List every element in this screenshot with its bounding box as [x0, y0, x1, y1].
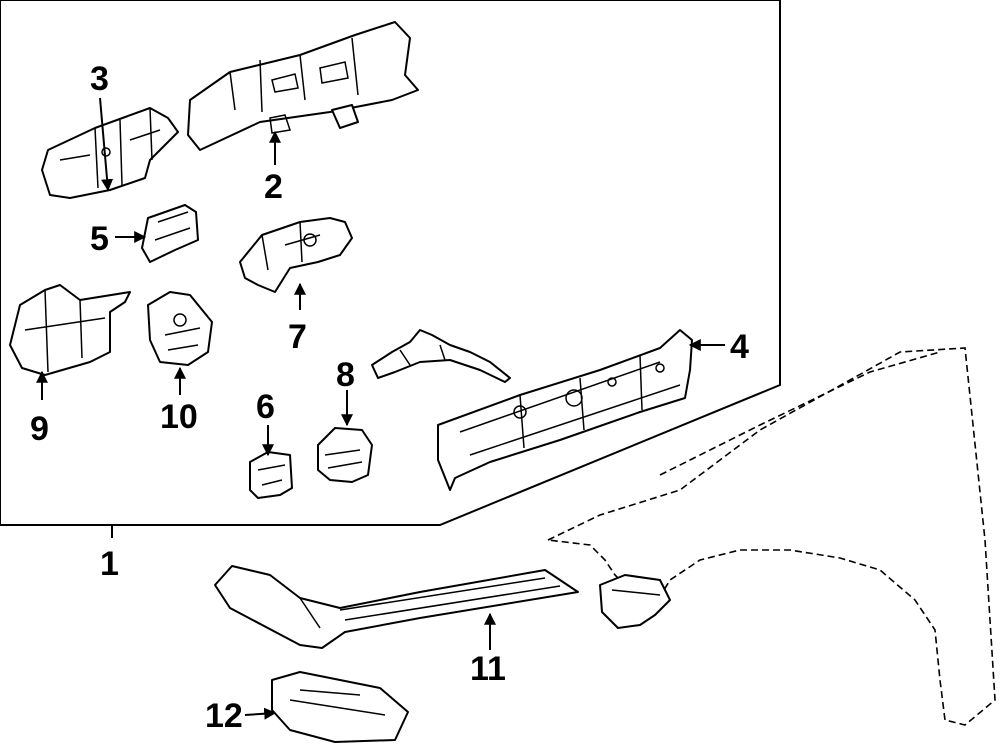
part-9-bracket[interactable] — [9, 284, 131, 376]
leader-12 — [244, 707, 277, 720]
part-12-shield[interactable] — [271, 671, 409, 743]
assembly-frame — [0, 0, 781, 526]
part-5-plate[interactable] — [141, 204, 199, 263]
callout-11: 11 — [470, 650, 506, 688]
part-4-upper-brace[interactable] — [371, 329, 511, 383]
callout-4: 4 — [730, 328, 749, 366]
fender-outline — [545, 347, 996, 726]
part-2-upper-apron[interactable] — [187, 21, 419, 151]
part-8-mount[interactable] — [317, 427, 373, 483]
part-4-lower-apron[interactable] — [437, 329, 693, 491]
callout-5: 5 — [90, 220, 109, 258]
part-10-mount[interactable] — [147, 291, 213, 366]
callout-8: 8 — [336, 356, 355, 394]
callout-6: 6 — [256, 388, 275, 426]
leader-3 — [99, 97, 114, 192]
part-11-lower-rail[interactable] — [214, 565, 579, 649]
callout-9: 9 — [30, 410, 49, 448]
callout-10: 10 — [160, 398, 198, 436]
callout-12: 12 — [205, 697, 243, 735]
part-6-bracket[interactable] — [249, 451, 293, 499]
part-3-bracket[interactable] — [41, 107, 179, 199]
callout-2: 2 — [264, 168, 283, 206]
callout-1: 1 — [100, 545, 119, 583]
callout-7: 7 — [288, 318, 307, 356]
part-7-bracket[interactable] — [239, 217, 353, 293]
callout-3: 3 — [90, 60, 109, 98]
